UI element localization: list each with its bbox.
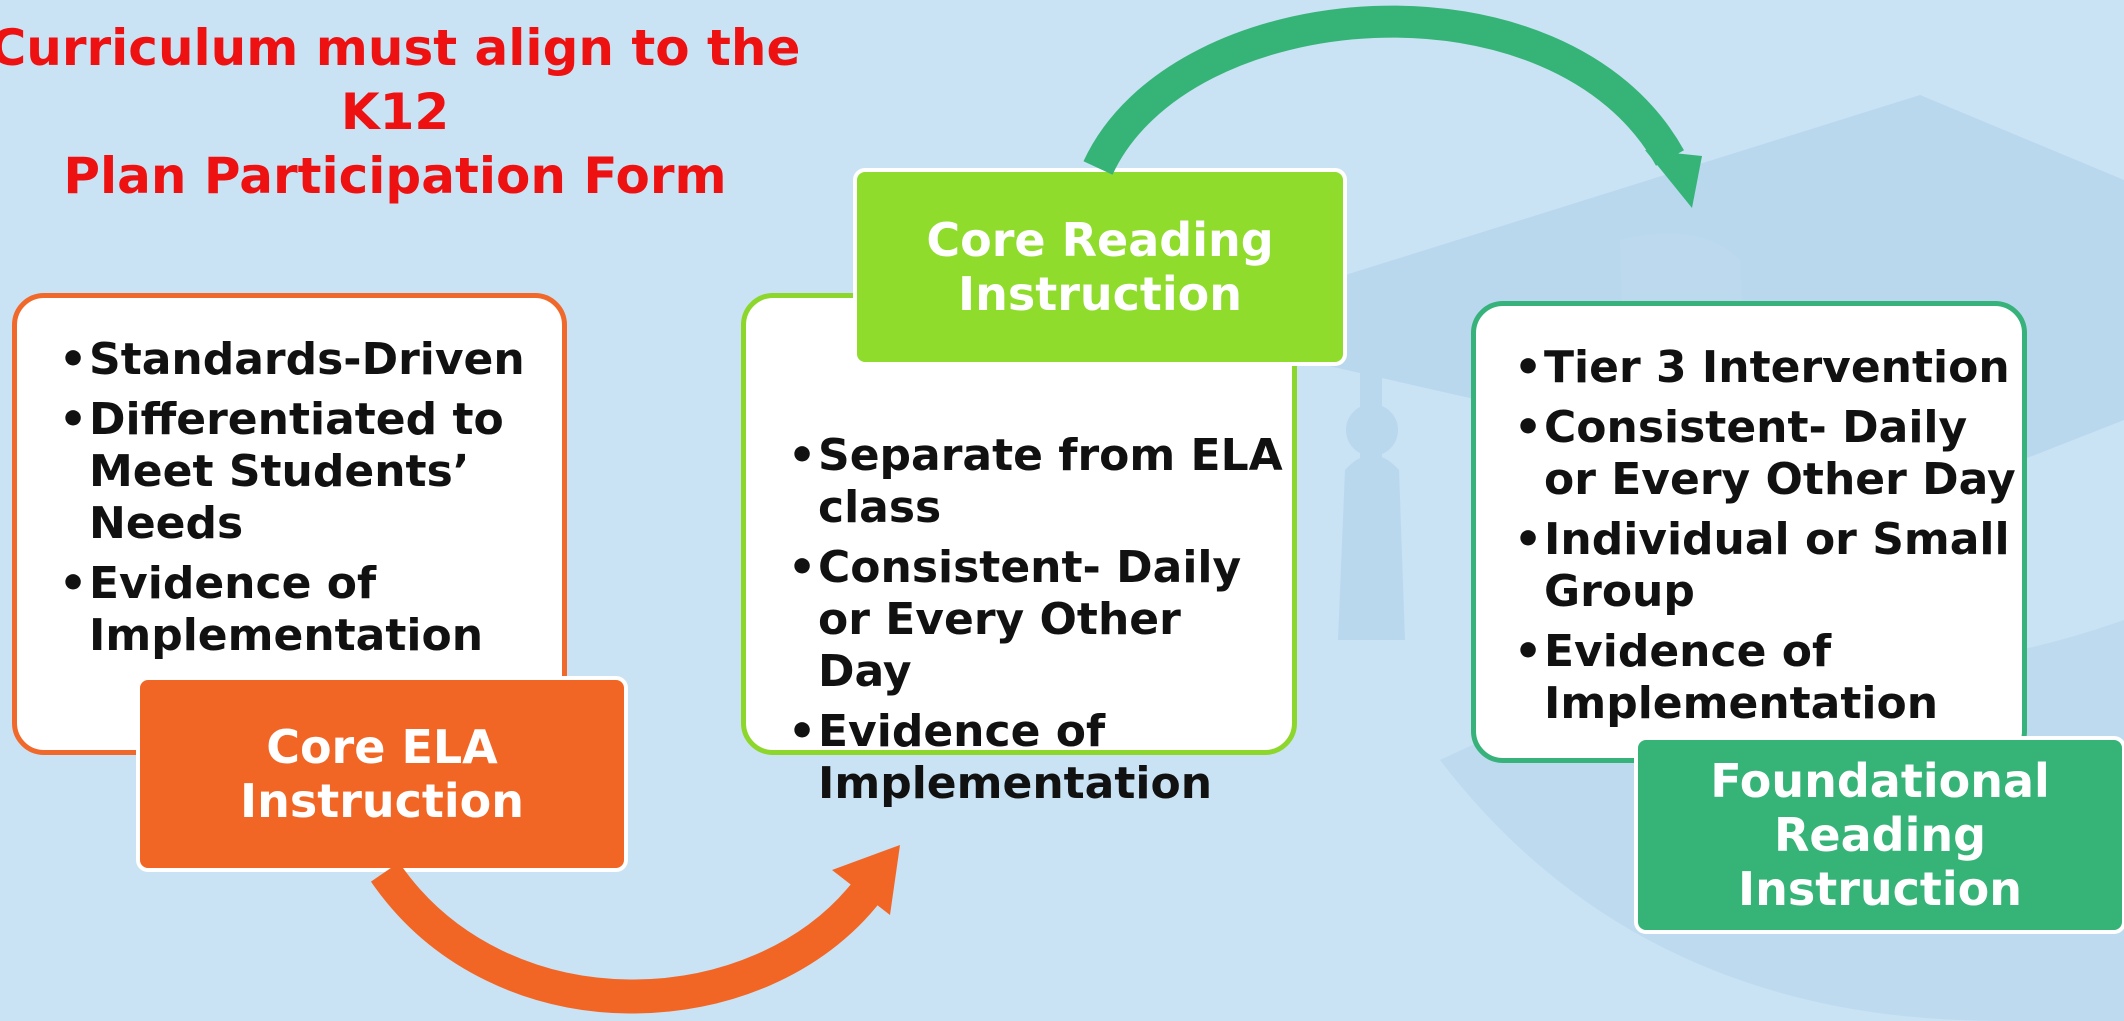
list-item: Evidence of Implementation — [788, 706, 1288, 810]
foundational-panel: Tier 3 Intervention Consistent- Daily or… — [1471, 301, 2027, 763]
core-reading-bullet-list: Separate from ELA class Consistent- Dail… — [788, 430, 1288, 818]
foundational-label: Foundational Reading Instruction — [1634, 736, 2124, 934]
core-reading-label: Core Reading Instruction — [853, 168, 1347, 366]
list-item: Consistent- Daily or Every Other Day — [1514, 402, 2022, 506]
core-reading-label-text: Core Reading Instruction — [926, 213, 1274, 321]
list-item: Differentiated to Meet Students’ Needs — [59, 394, 549, 550]
slide-title: Curriculum must align to the K12 Plan Pa… — [0, 16, 820, 208]
core-ela-bullet-list: Standards-Driven Differentiated to Meet … — [59, 334, 549, 670]
list-item: Individual or Small Group — [1514, 514, 2022, 618]
list-item: Tier 3 Intervention — [1514, 342, 2022, 394]
foundational-label-text: Foundational Reading Instruction — [1710, 754, 2050, 916]
core-reading-panel: Separate from ELA class Consistent- Dail… — [741, 293, 1297, 809]
title-line-1: Curriculum must align to the K12 — [0, 19, 801, 141]
title-line-2: Plan Participation Form — [63, 147, 727, 205]
core-ela-panel: Standards-Driven Differentiated to Meet … — [12, 293, 567, 755]
foundational-bullet-list: Tier 3 Intervention Consistent- Daily or… — [1514, 342, 2022, 738]
list-item: Standards-Driven — [59, 334, 549, 386]
core-ela-label: Core ELA Instruction — [136, 676, 628, 872]
list-item: Evidence of Implementation — [1514, 626, 2022, 730]
core-ela-label-text: Core ELA Instruction — [239, 720, 525, 828]
list-item: Evidence of Implementation — [59, 558, 549, 662]
list-item: Consistent- Daily or Every Other Day — [788, 542, 1288, 698]
list-item: Separate from ELA class — [788, 430, 1288, 534]
